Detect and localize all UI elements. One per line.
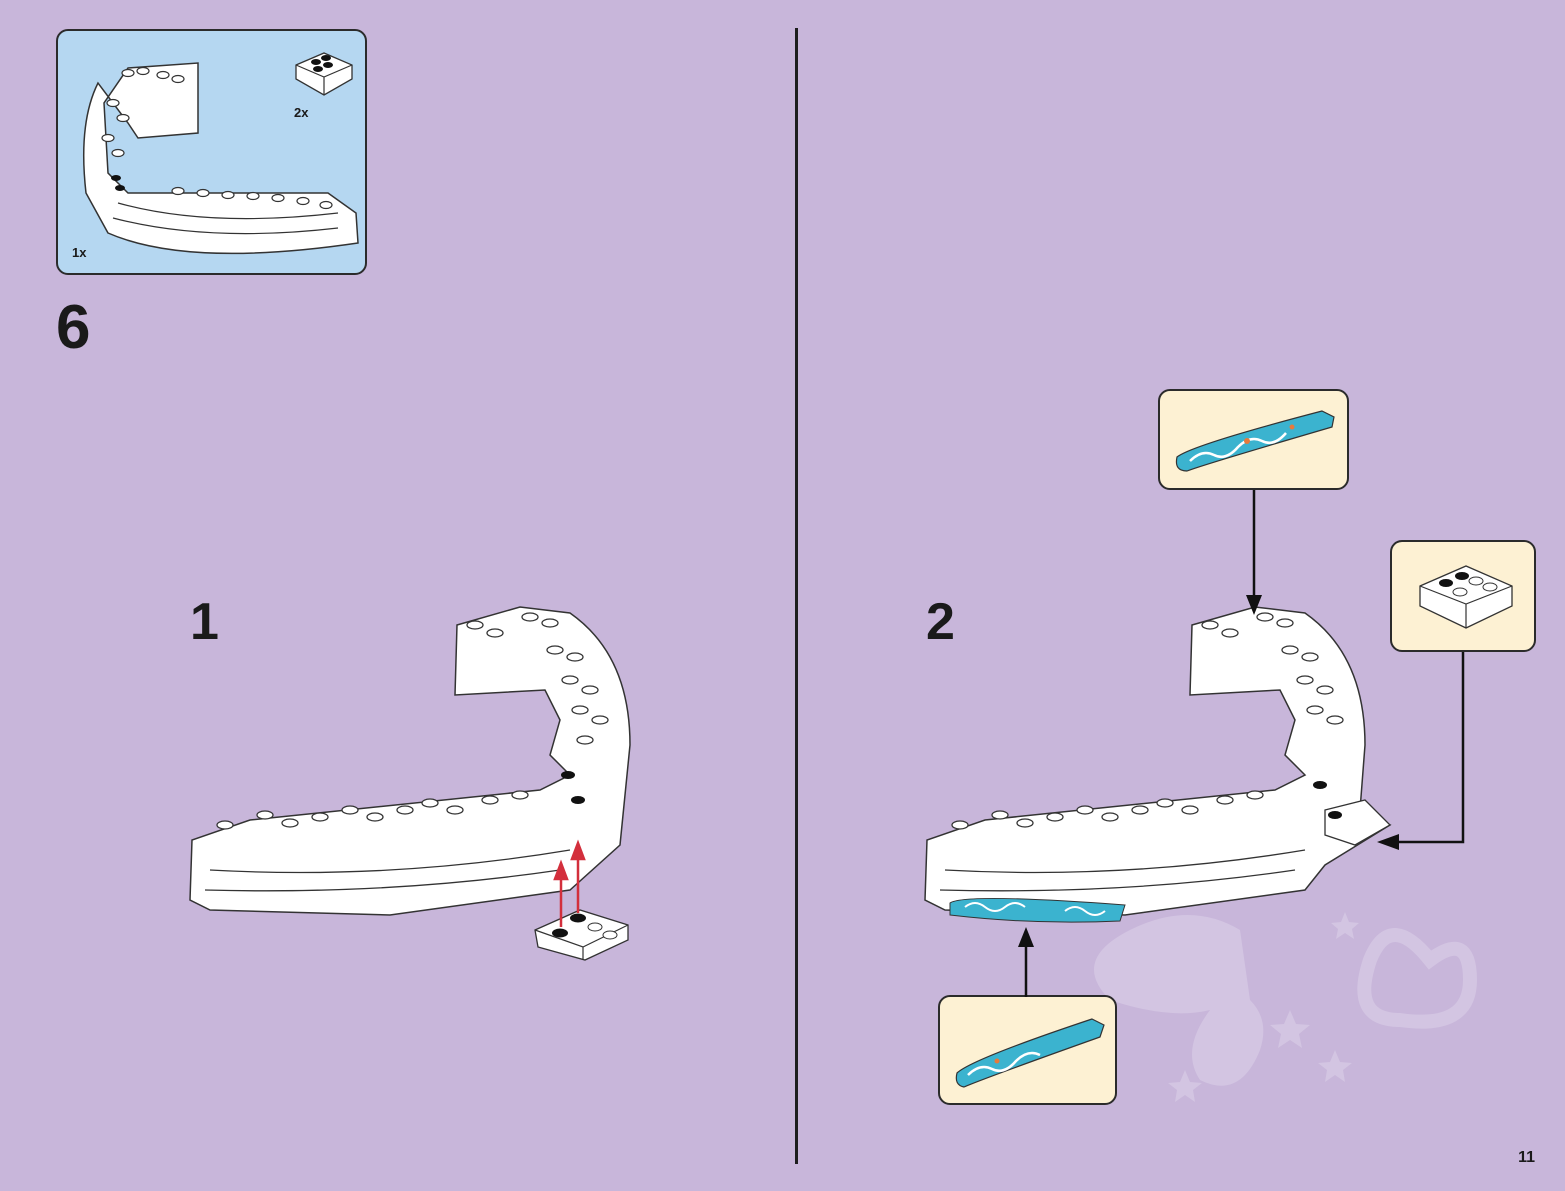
substep-2-hull-illustration — [925, 595, 1395, 935]
sloped-brick-callout-image — [1416, 556, 1516, 636]
substep-1-hull-illustration — [190, 595, 640, 990]
sloped-brick-part-image — [294, 49, 354, 101]
page-divider — [795, 28, 798, 1164]
parts-list-box: 1x 2x — [56, 29, 367, 275]
step-number: 6 — [56, 292, 90, 363]
part-quantity-hull: 1x — [72, 245, 86, 260]
arrow-top-sticker — [1240, 490, 1270, 620]
page-number: 11 — [1518, 1149, 1535, 1167]
sticker-callout-bottom — [938, 995, 1117, 1105]
sticker-image-bottom — [952, 1013, 1107, 1091]
part-quantity-sloped-brick: 2x — [294, 105, 308, 120]
brick-callout-right — [1390, 540, 1536, 652]
sticker-image-top — [1172, 405, 1337, 475]
sticker-callout-top — [1158, 389, 1349, 490]
arrow-right-brick — [1375, 652, 1470, 857]
arrow-bottom-sticker — [1012, 925, 1042, 997]
